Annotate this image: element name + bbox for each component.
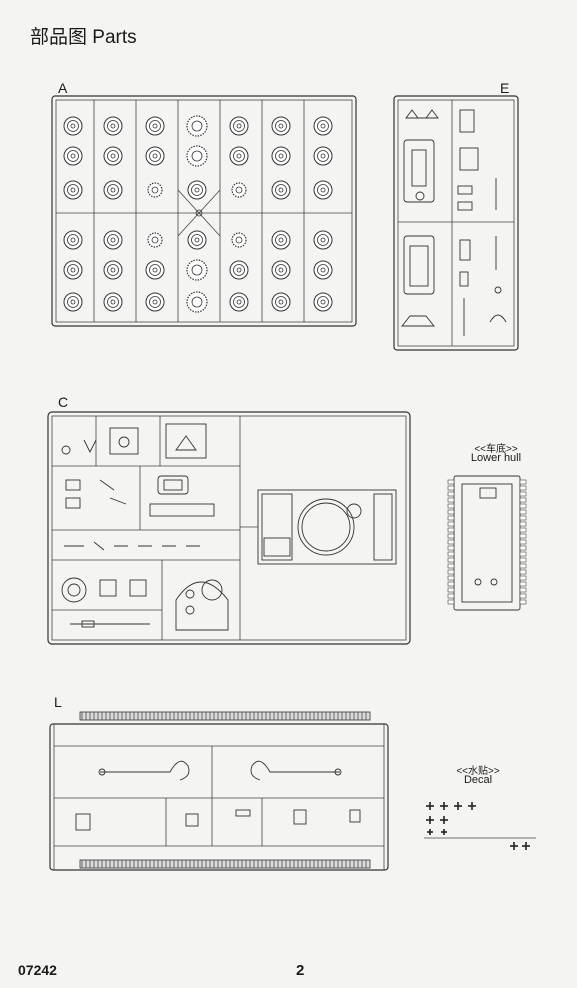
sprue-a-label: A xyxy=(58,80,68,96)
sprue-a-frame xyxy=(51,95,357,327)
lower-hull-caption-cn: <<车底>> xyxy=(474,444,518,455)
page-number: 2 xyxy=(296,962,305,979)
product-code: 07242 xyxy=(18,962,57,978)
decal-caption-cn: <<水贴>> xyxy=(456,766,500,777)
page-title: 部品图 Parts xyxy=(30,27,137,48)
sprue-c-label: C xyxy=(58,394,69,410)
sprue-e-label: E xyxy=(500,80,510,96)
decal-caption-en: Decal xyxy=(463,774,493,786)
lower-hull-caption-en: Lower hull xyxy=(470,452,522,464)
sprue-l-label: L xyxy=(54,694,62,710)
